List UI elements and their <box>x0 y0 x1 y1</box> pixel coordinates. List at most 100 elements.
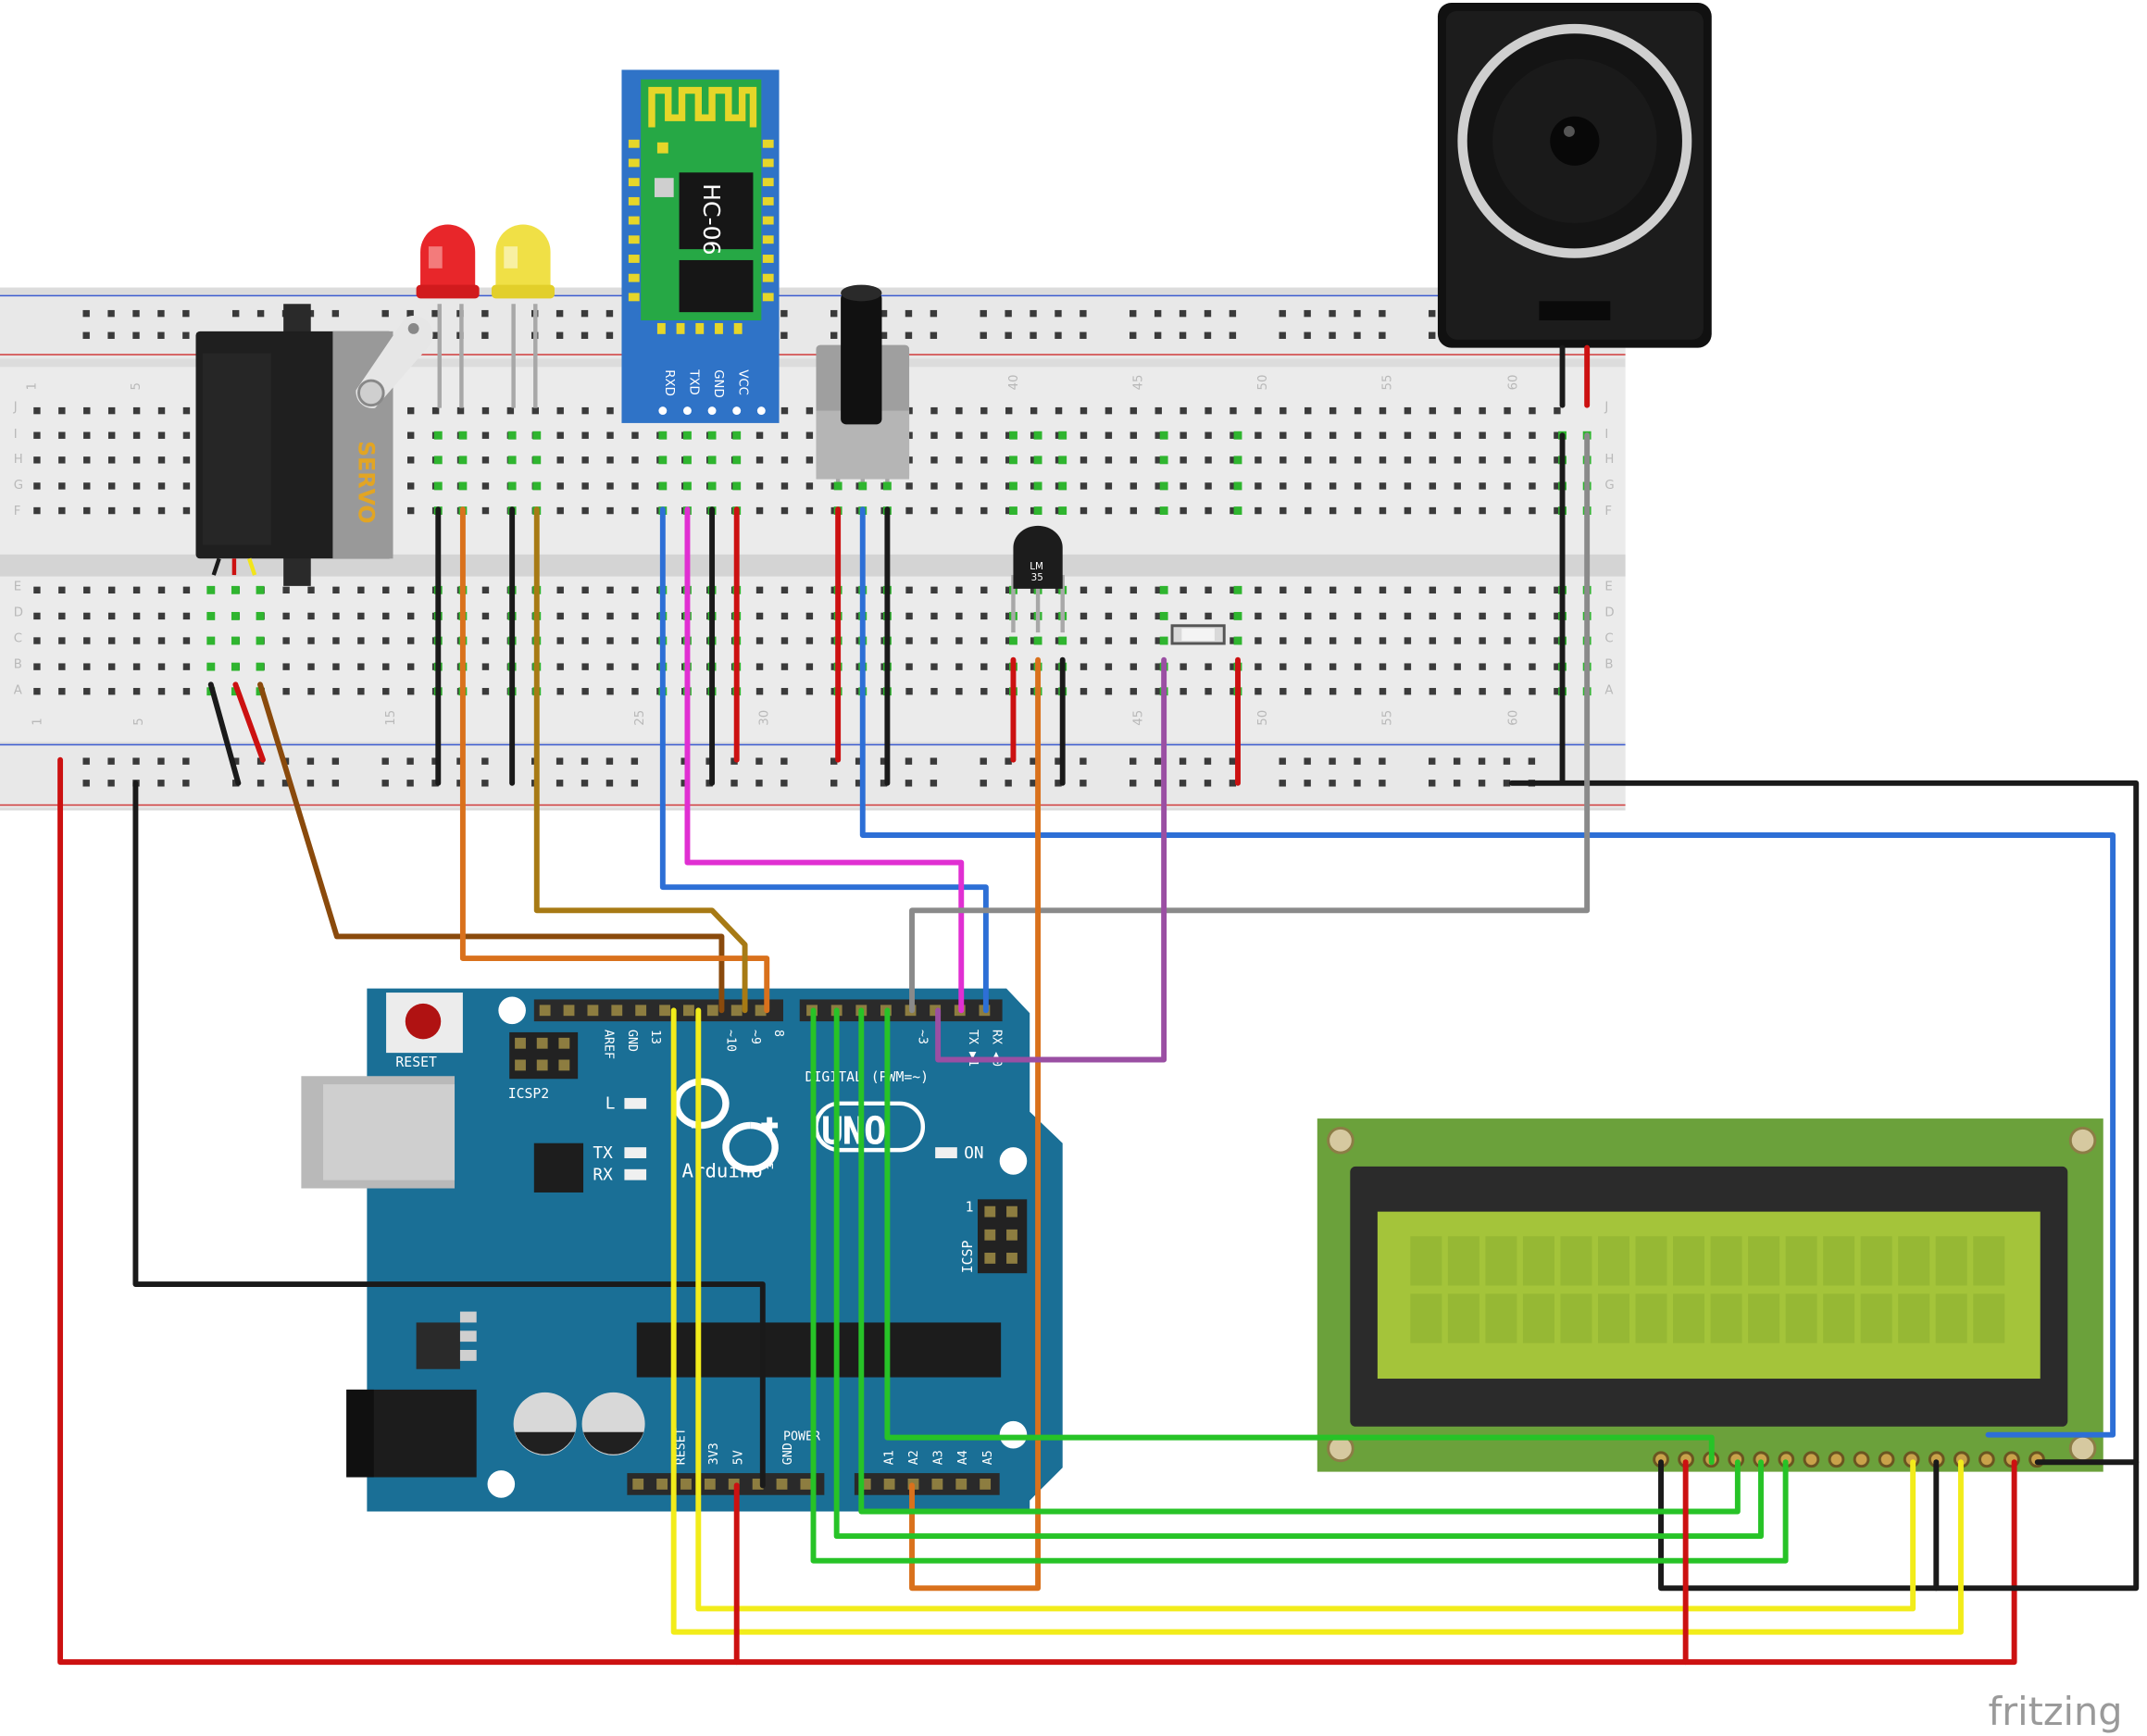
gnd-pin-label: GND <box>781 1443 795 1465</box>
lcd-pin <box>1828 1451 1845 1468</box>
microcontroller-chip <box>636 1322 1002 1378</box>
icsp-pin1-label: 1 <box>966 1200 974 1216</box>
svg-text:C: C <box>1604 632 1613 646</box>
lcd-pin <box>1803 1451 1820 1468</box>
wire-lcd-rs <box>670 1007 1964 1635</box>
svg-text:A: A <box>14 684 22 698</box>
wire-lcd-d7 <box>884 1007 1715 1466</box>
wire-servo-red <box>232 681 266 763</box>
l-led <box>624 1097 647 1109</box>
svg-text:30: 30 <box>758 710 772 726</box>
lm35-line2: 35 <box>1031 572 1043 583</box>
svg-text:E: E <box>14 580 21 593</box>
svg-text:50: 50 <box>1256 375 1270 391</box>
capacitors <box>513 1392 645 1455</box>
svg-text:25: 25 <box>633 710 647 726</box>
svg-text:45: 45 <box>1131 375 1145 391</box>
analog-header <box>854 1473 1000 1495</box>
lm35-temperature-sensor <box>1011 525 1065 633</box>
lcd-pin <box>1878 1451 1895 1468</box>
hc06-chip-label: HC-06 <box>698 183 725 255</box>
digital-header-right <box>799 999 1003 1022</box>
uno-logo-text: UNO <box>821 1111 885 1153</box>
3v3-pin-label: 3V3 <box>707 1443 721 1465</box>
lcd-pin <box>1853 1451 1870 1468</box>
reset-label: RESET <box>395 1055 437 1070</box>
a2-label: A2 <box>907 1450 921 1465</box>
a3-label: A3 <box>932 1450 946 1465</box>
tx-led-label: TX <box>593 1144 613 1163</box>
svg-text:45: 45 <box>1131 710 1145 726</box>
on-led <box>935 1147 957 1158</box>
row-letters: J I H G F E D C B A J I H G F E D C B A <box>13 401 1615 698</box>
svg-text:G: G <box>14 479 23 493</box>
wire-lcd-d5 <box>833 1007 1764 1540</box>
l-led-label: L <box>605 1095 616 1114</box>
wire-lcd-d6 <box>858 1007 1741 1515</box>
svg-text:H: H <box>14 453 23 467</box>
tx-led <box>624 1147 647 1158</box>
svg-text:5: 5 <box>130 382 144 390</box>
svg-text:F: F <box>1604 505 1612 518</box>
speaker <box>1437 2 1712 348</box>
aref-label: AREF <box>602 1030 616 1059</box>
svg-text:1: 1 <box>31 718 44 725</box>
hc06-pin-txd: TXD <box>686 368 700 394</box>
svg-text:55: 55 <box>1381 375 1395 391</box>
arduino-brand: Arduino™ <box>682 1160 775 1182</box>
svg-text:J: J <box>13 401 18 415</box>
pin10-label: ~10 <box>723 1030 737 1052</box>
lm35-line1: LM <box>1030 561 1043 572</box>
push-button[interactable] <box>1170 624 1226 645</box>
gnd-label: GND <box>625 1030 639 1052</box>
servo-label: SERVO <box>353 441 379 523</box>
wire-gnd-main <box>57 756 2017 1666</box>
rx-led <box>624 1168 647 1180</box>
svg-text:E: E <box>1604 580 1612 593</box>
column-numbers: 1 5 40 45 50 55 60 1 5 15 25 30 45 50 55… <box>25 375 1520 726</box>
icsp2-header <box>509 1031 579 1080</box>
lcd-pin <box>1978 1451 1995 1468</box>
svg-text:5: 5 <box>132 718 146 725</box>
hc06-pin-rxd: RXD <box>662 369 676 396</box>
voltage-regulator <box>416 1322 460 1369</box>
svg-text:B: B <box>1604 658 1613 672</box>
potentiometer[interactable] <box>816 284 910 482</box>
a1-label: A1 <box>882 1450 896 1465</box>
hc06-pin-vcc: VCC <box>736 369 750 395</box>
reset-button[interactable] <box>386 993 463 1054</box>
a5-label: A5 <box>981 1450 995 1465</box>
wire-led-yellow <box>533 506 748 1014</box>
svg-text:G: G <box>1604 479 1614 493</box>
wire-speaker-gnd <box>1508 432 2140 1592</box>
svg-text:D: D <box>14 606 23 619</box>
wire-button-signal <box>935 656 1167 1063</box>
svg-text:D: D <box>1604 606 1614 619</box>
wire-servo-black <box>207 681 242 786</box>
wire-speaker-pos <box>909 432 1591 1014</box>
svg-text:C: C <box>14 632 22 646</box>
yellow-led <box>491 224 555 408</box>
svg-text:B: B <box>14 658 22 672</box>
wire-lcd-en <box>695 1007 1916 1612</box>
pin3-label: ~3 <box>915 1030 929 1044</box>
arduino-uno: RESET ICSP2 L TX RX ON UNO Ar <box>301 988 1063 1512</box>
svg-text:15: 15 <box>384 710 398 726</box>
wire-servo-signal <box>257 681 725 1014</box>
wire-bt-rx <box>659 506 989 1014</box>
usb-chip <box>533 1143 584 1193</box>
svg-text:50: 50 <box>1256 710 1270 726</box>
icsp-label: ICSP <box>960 1241 976 1274</box>
hc06-chip <box>679 172 754 250</box>
fritzing-logo: fritzing <box>1989 1690 2123 1734</box>
svg-text:55: 55 <box>1381 710 1395 726</box>
pin9-label: ~9 <box>748 1030 762 1044</box>
wire-bt-tx <box>684 506 965 1014</box>
5v-pin-label: 5V <box>732 1450 746 1465</box>
svg-text:60: 60 <box>1507 710 1521 726</box>
svg-text:I: I <box>1604 428 1608 442</box>
wires <box>57 344 2140 1666</box>
arduino-logo <box>673 1078 926 1173</box>
servo-motor <box>195 304 433 586</box>
